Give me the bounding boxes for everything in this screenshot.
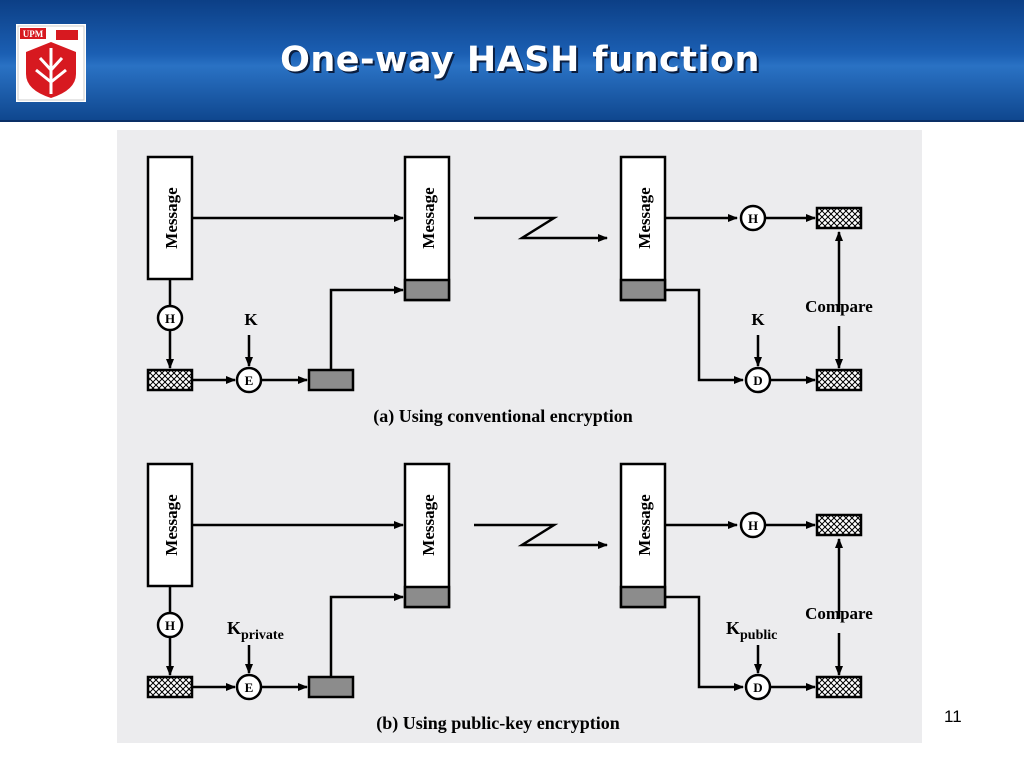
message-label: Message: [635, 494, 654, 556]
panel-b-caption: (b) Using public-key encryption: [376, 713, 620, 734]
receiver-hash-node-label: H: [748, 211, 758, 226]
page-title: One-way HASH function: [280, 40, 760, 80]
receiver-hash-node: [739, 511, 767, 539]
message-label: Message: [162, 494, 181, 556]
logo-text: UPM: [23, 29, 44, 39]
panel-a: [146, 155, 863, 394]
panel-b-labels: Message Message Message H E H D Kprivate…: [162, 494, 873, 734]
receiver-decrypted-hash: [815, 368, 863, 392]
transmitted-encrypted-hash: [403, 278, 451, 302]
hash-function-node: [156, 304, 184, 332]
encrypt-node: [235, 366, 263, 394]
received-encrypted-hash: [619, 278, 667, 302]
decrypt-node-label: D: [753, 373, 762, 388]
public-key-label: Kpublic: [726, 618, 777, 643]
arrow-output-to-transmit: [329, 593, 404, 677]
key-label: K: [751, 310, 765, 329]
message-label: Message: [419, 494, 438, 556]
signed-hash-output: [307, 675, 355, 699]
panel-b: [146, 462, 863, 701]
transmitted-signed-hash: [403, 585, 451, 609]
transmission-channel-arrow: [474, 216, 608, 242]
hash-node-label: H: [165, 311, 175, 326]
sender-hash-digest: [146, 368, 194, 392]
panel-a-caption: (a) Using conventional encryption: [373, 406, 633, 427]
receiver-hash-node-label: H: [748, 518, 758, 533]
hash-node-label: H: [165, 618, 175, 633]
compare-label: Compare: [805, 604, 873, 623]
encrypt-node: [235, 673, 263, 701]
message-label: Message: [419, 187, 438, 249]
receiver-computed-hash: [815, 206, 863, 230]
receiver-computed-hash: [815, 513, 863, 537]
receiver-decrypted-hash: [815, 675, 863, 699]
message-label: Message: [635, 187, 654, 249]
received-message-box: [619, 155, 667, 302]
arrow-output-to-transmit: [329, 286, 404, 370]
received-message-box: [619, 462, 667, 609]
encrypt-node-label: E: [245, 373, 254, 388]
receiver-hash-node: [739, 204, 767, 232]
decrypt-node: [744, 366, 772, 394]
decrypt-node: [744, 673, 772, 701]
private-key-label: Kprivate: [227, 618, 284, 643]
key-label: K: [244, 310, 258, 329]
message-label: Message: [162, 187, 181, 249]
arrow-to-decrypt: [665, 595, 744, 691]
panel-a-labels: Message Message Message H E H D K K Comp…: [162, 187, 873, 427]
compare-label: Compare: [805, 297, 873, 316]
encrypted-hash-output: [307, 368, 355, 392]
transmission-channel-arrow: [474, 523, 608, 549]
arrow-to-decrypt: [665, 288, 744, 384]
hash-function-node: [156, 611, 184, 639]
hash-diagram-figure: Message Message Message H E H D K K Comp…: [117, 130, 922, 743]
slide-header: UPM One-way HASH function: [0, 0, 1024, 122]
sender-hash-digest: [146, 675, 194, 699]
transmitted-message-box: [403, 462, 451, 609]
decrypt-node-label: D: [753, 680, 762, 695]
received-signed-hash: [619, 585, 667, 609]
slide-number: 11: [944, 707, 962, 726]
encrypt-node-label: E: [245, 680, 254, 695]
upm-logo: UPM: [16, 24, 86, 102]
